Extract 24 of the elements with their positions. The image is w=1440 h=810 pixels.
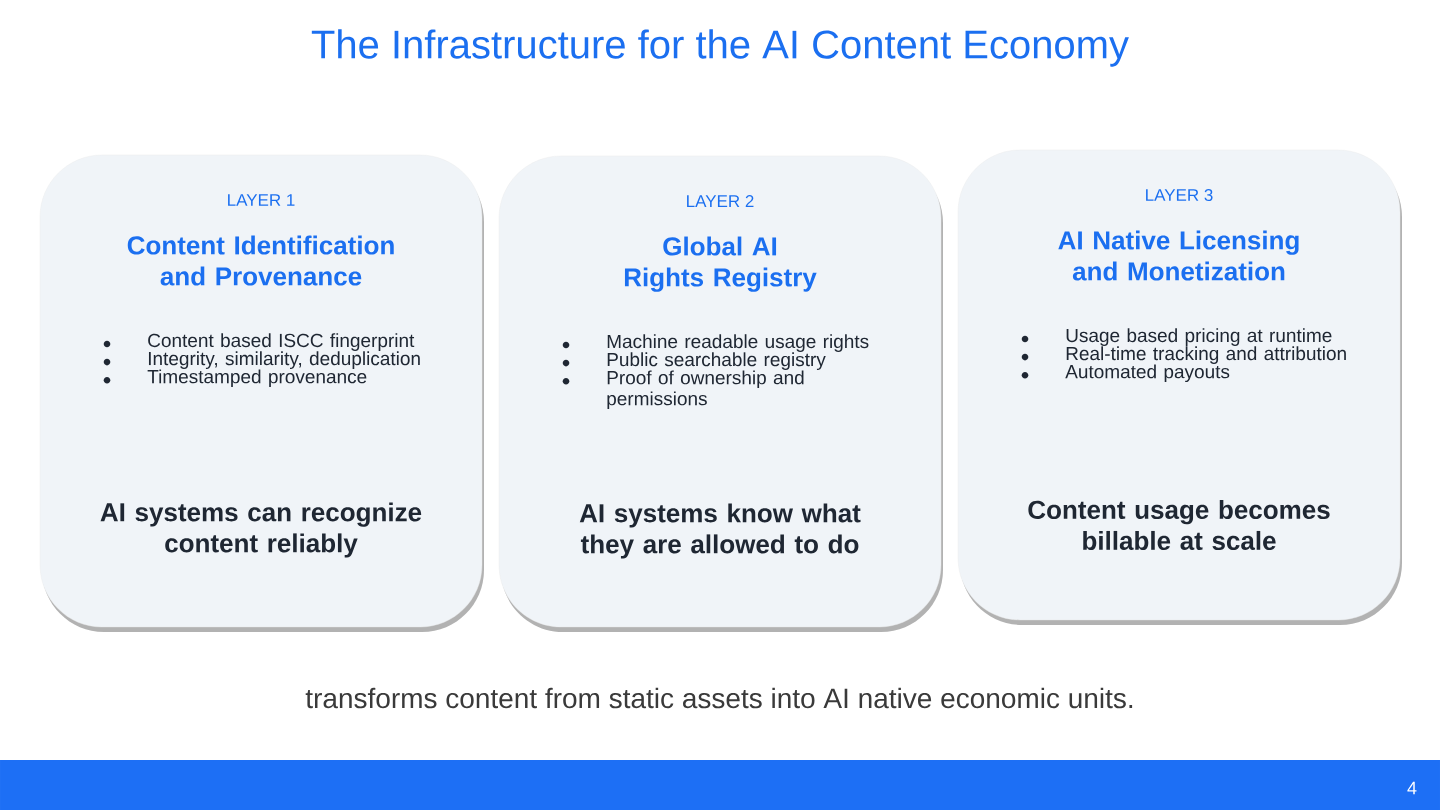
bullet-item: Timestamped provenance xyxy=(103,369,367,388)
page-number: 4 xyxy=(1407,781,1417,795)
bullet-item: Public searchable registry xyxy=(562,352,826,370)
layer-label: LAYER 1 xyxy=(228,194,295,206)
card-tagline: Content usage becomes billable at scale xyxy=(1028,499,1330,551)
layer-card xyxy=(39,154,484,632)
bullet-item: Integrity, similarity, deduplication xyxy=(103,351,420,369)
card-tagline: AI systems know what they are allowed to do xyxy=(579,503,861,559)
card-heading: AI Native Licensing and Monetization xyxy=(1058,230,1299,281)
card-heading: Global AI Rights Registry xyxy=(624,236,817,292)
bullet-item: Content based ISCC fingerprint xyxy=(103,333,415,351)
layer-card xyxy=(957,149,1402,625)
card-heading: Content Identification and Provenance xyxy=(127,235,394,286)
layer-label: LAYER 2 xyxy=(687,195,754,207)
slide-title: The Infrastructure for the AI Content Economy xyxy=(311,29,1129,67)
bullet-item: Usage based pricing at runtime xyxy=(1021,328,1332,346)
bullet-item: Automated payouts xyxy=(1021,364,1230,383)
bullet-item: Machine readable usage rights xyxy=(562,334,869,352)
layer-label: LAYER 3 xyxy=(1146,189,1213,201)
footer-statement: transforms content from static assets into AI native economic units. xyxy=(305,687,1133,709)
layer-card xyxy=(498,155,943,632)
bullet-item: Proof of ownership and permissions xyxy=(562,370,804,410)
bullet-item: Real-time tracking and attribution xyxy=(1021,346,1346,364)
card-tagline: AI systems can recognize content reliably xyxy=(100,502,422,558)
